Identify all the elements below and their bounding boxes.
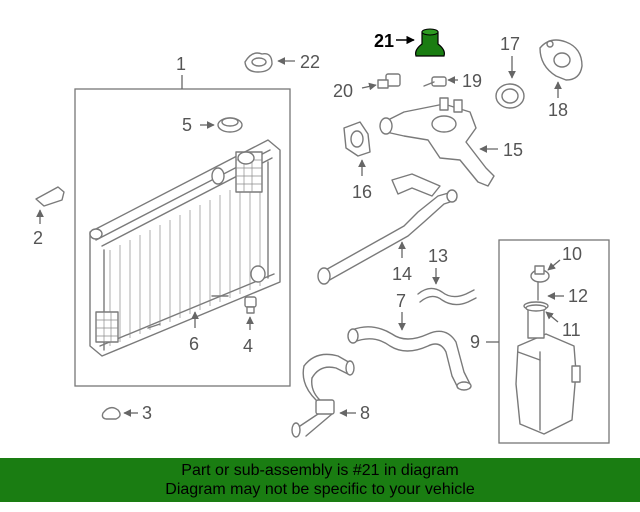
callout-11: 11	[562, 320, 581, 340]
seal-part-11: 11	[525, 304, 581, 340]
radiator-core	[89, 139, 281, 357]
coolant-reservoir	[515, 301, 581, 435]
radiator-cap-part-5: 5	[182, 115, 243, 135]
dipstick-part-12: 12	[537, 281, 588, 306]
callout-19: 19	[462, 71, 482, 91]
callout-2: 2	[33, 228, 43, 248]
callout-10: 10	[562, 244, 582, 264]
callout-4: 4	[243, 336, 253, 356]
callout-17: 17	[500, 34, 520, 54]
banner-line-1: Part or sub-assembly is #21 in diagram	[181, 462, 459, 479]
pipe-part-14: 14	[317, 173, 458, 285]
reservoir-cap-part-10: 10	[530, 244, 582, 283]
callout-9: 9	[470, 332, 480, 352]
thermostat-housing-part-18: 18	[539, 39, 583, 120]
parts-diagram: 1	[33, 28, 610, 444]
banner-line-2: Diagram may not be specific to your vehi…	[165, 481, 475, 498]
hose-part-7: 7	[347, 291, 472, 391]
callout-15: 15	[503, 140, 523, 160]
fitting-part-20: 20	[333, 73, 401, 101]
hose-part-13: 13	[417, 246, 477, 306]
callout-18: 18	[548, 100, 568, 120]
gasket-part-16: 16	[343, 121, 372, 202]
info-banner: Part or sub-assembly is #21 in diagram D…	[0, 458, 640, 502]
highlighted-part-21: 21	[374, 28, 445, 57]
callout-12: 12	[568, 286, 588, 306]
bracket-part-2: 2	[33, 186, 65, 248]
drain-plug-part-4: 4	[243, 296, 257, 356]
callout-16: 16	[352, 182, 372, 202]
callout-8: 8	[360, 403, 370, 423]
thermostat-part-17: 17	[495, 34, 525, 109]
callout-14: 14	[392, 264, 412, 284]
hose-part-8: 8	[291, 353, 370, 438]
callout-3: 3	[142, 403, 152, 423]
callout-7: 7	[396, 291, 406, 311]
grommet-part-3: 3	[101, 403, 152, 423]
callout-22: 22	[300, 52, 320, 72]
seal-part-22: 22	[244, 52, 320, 73]
callout-6: 6	[189, 334, 199, 354]
callout-1: 1	[176, 54, 186, 74]
sensor-part-19: 19	[423, 71, 482, 91]
callout-20: 20	[333, 81, 353, 101]
callout-5: 5	[182, 115, 192, 135]
water-outlet-part-15: 15	[379, 97, 523, 187]
callout-21: 21	[374, 31, 394, 51]
callout-13: 13	[428, 246, 448, 266]
